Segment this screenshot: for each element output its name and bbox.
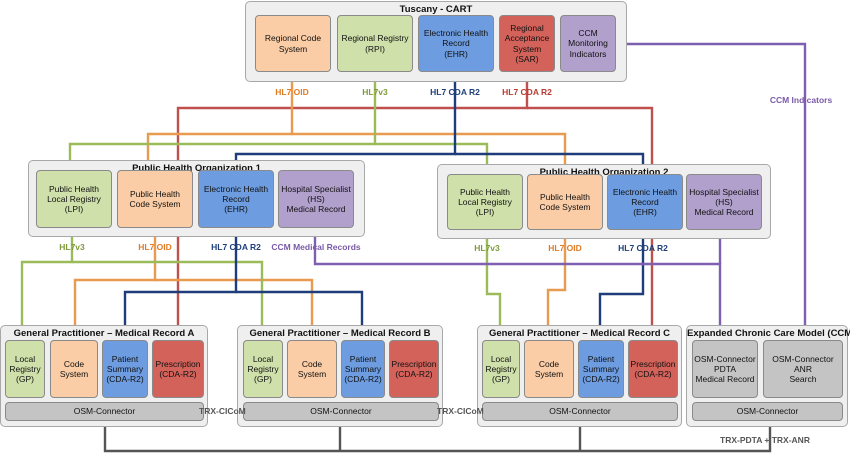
- gp-a-code-system: Code System: [50, 340, 98, 398]
- gp-b-prescription: Prescription (CDA-R2): [389, 340, 439, 398]
- pho1-label-hl7v3: HL7v3: [59, 242, 85, 252]
- rcs-to-pho2-orange: [292, 132, 567, 176]
- group-title: Tuscany - CART: [399, 4, 473, 15]
- pho2-ehr: Electronic Health Record (EHR): [607, 174, 683, 230]
- ccm-monitoring-indicators: CCM Monitoring Indicators: [560, 15, 616, 72]
- ccm-medical-records-link: [313, 228, 722, 343]
- sar-to-pho1-red: [176, 73, 529, 166]
- gp-b-osm-connector[interactable]: OSM-Connector: [243, 402, 439, 421]
- label-ccm-indicators: CCM Indicators: [769, 95, 833, 105]
- gp-c-osm-connector[interactable]: OSM-Connector: [482, 402, 678, 421]
- cart-ehr: Electronic Health Record (EHR): [418, 15, 494, 72]
- label-hl7-oid: HL7 OID: [275, 87, 309, 97]
- pho1-oid-to-gpa: [73, 228, 157, 343]
- sar-to-pho2-red: [527, 106, 654, 176]
- gp-b-code-system: Code System: [287, 340, 337, 398]
- pho2-label-hl7-oid: HL7 OID: [548, 243, 582, 253]
- label-hl7-cda-r2-sar: HL7 CDA R2: [502, 87, 552, 97]
- group-title: General Practitioner – Medical Record A: [13, 328, 195, 339]
- label-hl7v3: HL7v3: [362, 87, 388, 97]
- pho2-v3-to-gpc: [485, 238, 502, 343]
- pho1-cda-to-gpa: [123, 228, 238, 343]
- gp-a-patient-summary: Patient Summary (CDA-R2): [102, 340, 148, 398]
- gp-b-local-registry: Local Registry (GP): [243, 340, 283, 398]
- ccm-osm-connector[interactable]: OSM-Connector: [692, 402, 843, 421]
- gp-c-code-system: Code System: [524, 340, 574, 398]
- pho2-cda-to-gpc: [598, 238, 645, 343]
- regional-code-system: Regional Code System: [255, 15, 331, 72]
- gp-b-patient-summary: Patient Summary (CDA-R2): [341, 340, 385, 398]
- ccm-indicators-link: [590, 42, 807, 343]
- group-title: Expanded Chronic Care Model (CCM): [687, 328, 850, 339]
- label-trx-cicom-b: TRX-CICoM: [437, 406, 484, 416]
- pho1-label-hl7-oid: HL7 OID: [138, 242, 172, 252]
- pho1-v3-to-gpb: [72, 260, 264, 343]
- group-title: General Practitioner – Medical Record B: [249, 328, 431, 339]
- label-trx-cicom-a: TRX-CICoM: [199, 406, 246, 416]
- pho2-label-hl7v3: HL7v3: [474, 243, 500, 253]
- green-links: [20, 72, 502, 343]
- group-title: Public Health Organization 1: [132, 163, 261, 174]
- pho1-hospital-specialist: Hospital Specialist (HS) Medical Record: [278, 170, 354, 228]
- pho1-oid-to-gpb: [155, 278, 314, 343]
- pho1-v3-to-gpa: [20, 228, 74, 343]
- regional-registry-rpi: Regional Registry (RPI): [337, 15, 413, 72]
- gp-a-local-registry: Local Registry (GP): [5, 340, 45, 398]
- gp-c-patient-summary: Patient Summary (CDA-R2): [578, 340, 624, 398]
- regional-acceptance-system: Regional Acceptance System (SAR): [499, 15, 555, 72]
- trx-bus-line: [103, 422, 772, 453]
- group-title: General Practitioner – Medical Record C: [488, 328, 671, 339]
- gp-c-prescription: Prescription (CDA-R2): [628, 340, 678, 398]
- ccm-pdta-medical-record: OSM-Connector PDTA Medical Record: [692, 340, 758, 398]
- ccm-anr-search: OSM-Connector ANR Search: [763, 340, 843, 398]
- label-trx-pdta-anr: TRX-PDTA + TRX-ANR: [720, 435, 810, 445]
- pho2-local-registry: Public Health Local Registry (LPI): [447, 174, 523, 230]
- purple-links: [313, 42, 807, 343]
- group-title: Public Health Organization 2: [539, 167, 669, 178]
- pho1-ehr: Electronic Health Record (EHR): [198, 170, 274, 228]
- pho1-label-hl7-cda-r2: HL7 CDA R2: [211, 242, 261, 252]
- orange-links: [73, 72, 567, 343]
- gp-c-local-registry: Local Registry (GP): [482, 340, 520, 398]
- gp-a-osm-connector[interactable]: OSM-Connector: [5, 402, 204, 421]
- rcs-to-pho-orange: [146, 72, 294, 170]
- gp-a-prescription: Prescription (CDA-R2): [152, 340, 204, 398]
- pho2-label-hl7-cda-r2: HL7 CDA R2: [618, 243, 668, 253]
- ehr-to-pho1-blue: [234, 72, 457, 170]
- rpi-to-pho1-green: [68, 72, 377, 170]
- pho1-code-system: Public Health Code System: [117, 170, 193, 228]
- pho1-label-ccm-medical-records: CCM Medical Records: [271, 242, 361, 252]
- pho1-local-registry: Public Health Local Registry (LPI): [36, 170, 112, 228]
- label-hl7-cda-r2: HL7 CDA R2: [430, 87, 480, 97]
- pho2-code-system: Public Health Code System: [527, 174, 603, 230]
- pho2-hospital-specialist: Hospital Specialist (HS) Medical Record: [686, 174, 762, 230]
